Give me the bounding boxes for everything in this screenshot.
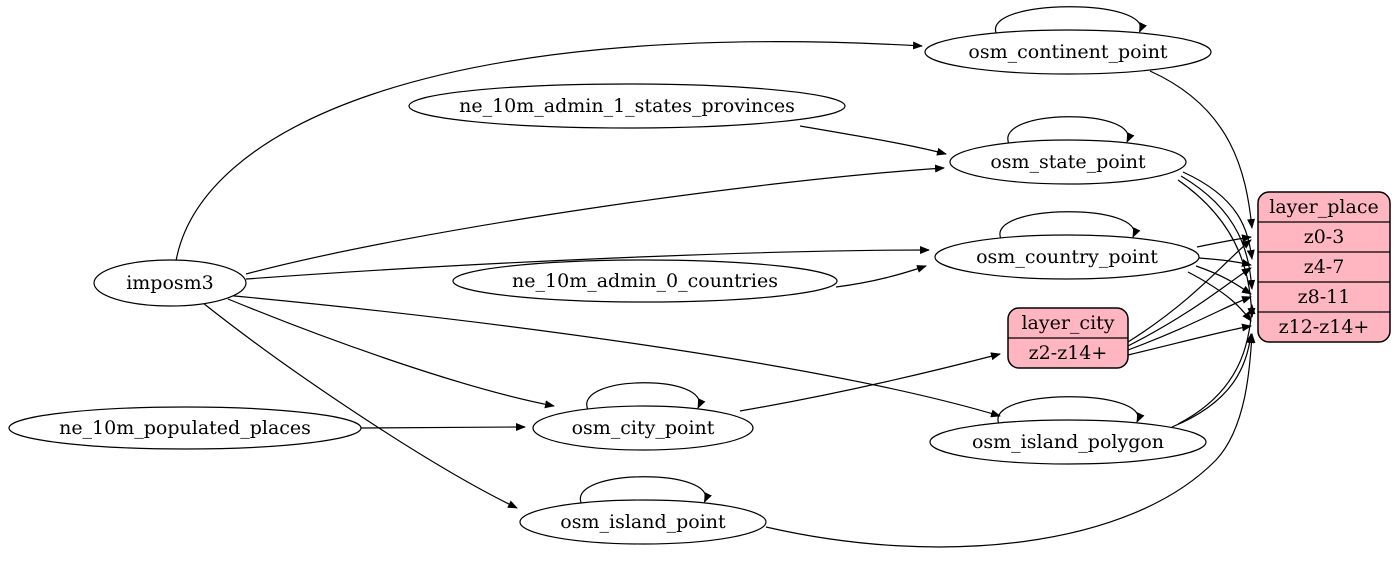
node-ne_10m_admin_0_countries: ne_10m_admin_0_countries bbox=[452, 259, 838, 303]
node-ellipse-imposm3 bbox=[93, 259, 247, 307]
node-osm_island_polygon: osm_island_polygon bbox=[929, 396, 1207, 465]
node-osm_continent_point: osm_continent_point bbox=[924, 6, 1212, 75]
node-label-ne_10m_admin_1_states_provinces: ne_10m_admin_1_states_provinces bbox=[459, 95, 795, 117]
edge-osm_country_point--layer_place:z8-11 bbox=[1195, 265, 1252, 295]
node-ellipse-ne_10m_populated_places bbox=[8, 406, 362, 450]
node-ellipse-osm_island_point bbox=[519, 499, 767, 545]
node-ellipse-ne_10m_admin_0_countries bbox=[452, 259, 838, 303]
node-ellipse-osm_state_point bbox=[949, 139, 1187, 185]
self-loop-osm_city_point bbox=[586, 382, 706, 411]
edge-osm_state_point--layer_place:z4-7 bbox=[1182, 171, 1255, 260]
edge-imposm3--osm_continent_point bbox=[175, 41, 923, 262]
node-label-imposm3: imposm3 bbox=[126, 272, 214, 294]
node-ellipse-osm_continent_point bbox=[924, 29, 1212, 75]
self-loop-osm_country_point bbox=[999, 211, 1141, 240]
self-loop-osm_state_point bbox=[1007, 116, 1135, 145]
edge-layer_city:z2-z14+--layer_place:z4-7 bbox=[1127, 267, 1252, 347]
edge-osm_state_point--layer_place:z8-11 bbox=[1180, 175, 1256, 290]
edge-osm_country_point--layer_place:z12-z14+ bbox=[1187, 271, 1252, 322]
node-ellipse-osm_country_point bbox=[934, 234, 1200, 280]
node-label-osm_island_point: osm_island_point bbox=[560, 511, 726, 533]
edge-imposm3--osm_island_point bbox=[202, 302, 518, 509]
node-ne_10m_populated_places: ne_10m_populated_places bbox=[8, 406, 362, 450]
node-ellipse-osm_city_point bbox=[532, 405, 754, 451]
record-row-layer_place-z0-3: z0-3 bbox=[1304, 226, 1345, 248]
edge-imposm3--osm_state_point bbox=[245, 164, 945, 275]
record-row-layer_place-z8-11: z8-11 bbox=[1298, 286, 1351, 308]
node-osm_island_point: osm_island_point bbox=[519, 476, 767, 545]
self-loop-osm_island_polygon bbox=[997, 396, 1145, 425]
node-imposm3: imposm3 bbox=[93, 259, 247, 307]
node-label-osm_island_polygon: osm_island_polygon bbox=[972, 431, 1164, 453]
node-ellipse-osm_island_polygon bbox=[929, 419, 1207, 465]
edge-ne_10m_populated_places--osm_city_point bbox=[360, 423, 526, 432]
edge-osm_continent_point--layer_place:z0-3 bbox=[1149, 70, 1256, 229]
edge-layer_city:z2-z14+--layer_place:z8-11 bbox=[1127, 296, 1252, 351]
edge-osm_country_point--layer_place:z4-7 bbox=[1198, 257, 1252, 267]
record-box-layer_place bbox=[1257, 191, 1391, 343]
edge-layer_city:z2-z14+--layer_place:z0-3 bbox=[1127, 239, 1252, 343]
node-label-osm_city_point: osm_city_point bbox=[572, 417, 715, 439]
edges-group bbox=[175, 41, 1256, 548]
record-layer_place: layer_place z0-3 z4-7 z8-11 z12-z14+ bbox=[1257, 191, 1391, 343]
edge-imposm3--osm_country_point bbox=[245, 246, 930, 280]
edge-osm_city_point--layer_city:z2-z14+ bbox=[739, 352, 1001, 412]
edge-ne_10m_admin_1_states_provinces--osm_state_point bbox=[799, 125, 947, 156]
record-row-layer_city-z2-z14+: z2-z14+ bbox=[1029, 342, 1108, 364]
node-label-osm_state_point: osm_state_point bbox=[990, 151, 1146, 173]
record-layer_city: layer_city z2-z14+ bbox=[1007, 307, 1129, 369]
edge-osm_island_polygon--layer_place:z12-z14+ bbox=[1171, 333, 1254, 428]
edge-imposm3--osm_city_point bbox=[227, 298, 555, 409]
node-label-ne_10m_admin_0_countries: ne_10m_admin_0_countries bbox=[512, 270, 778, 292]
edge-imposm3--osm_island_polygon bbox=[223, 294, 1001, 418]
edge-osm_island_polygon--layer_place:z8-11 bbox=[1177, 304, 1256, 425]
edge-layer_city:z2-z14+--layer_place:z12-z14+ bbox=[1127, 323, 1252, 356]
node-osm_country_point: osm_country_point bbox=[934, 211, 1200, 280]
node-label-osm_continent_point: osm_continent_point bbox=[968, 41, 1168, 63]
record-header-layer_city: layer_city bbox=[1021, 312, 1114, 334]
node-ne_10m_admin_1_states_provinces: ne_10m_admin_1_states_provinces bbox=[408, 83, 846, 129]
node-ellipse-ne_10m_admin_1_states_provinces bbox=[408, 83, 846, 129]
record-header-layer_place: layer_place bbox=[1269, 196, 1378, 218]
edge-osm_island_point--layer_place:z12-z14+ bbox=[765, 333, 1256, 548]
self-loop-osm_continent_point bbox=[995, 6, 1147, 35]
record-row-layer_place-z4-7: z4-7 bbox=[1304, 256, 1345, 278]
node-label-osm_country_point: osm_country_point bbox=[976, 246, 1158, 268]
node-label-ne_10m_populated_places: ne_10m_populated_places bbox=[59, 417, 311, 439]
node-osm_city_point: osm_city_point bbox=[532, 382, 754, 451]
edge-ne_10m_admin_0_countries--osm_country_point bbox=[835, 265, 927, 288]
self-loop-osm_island_point bbox=[579, 476, 712, 505]
record-row-layer_place-z12-z14+: z12-z14+ bbox=[1279, 316, 1370, 338]
node-osm_state_point: osm_state_point bbox=[949, 116, 1187, 185]
